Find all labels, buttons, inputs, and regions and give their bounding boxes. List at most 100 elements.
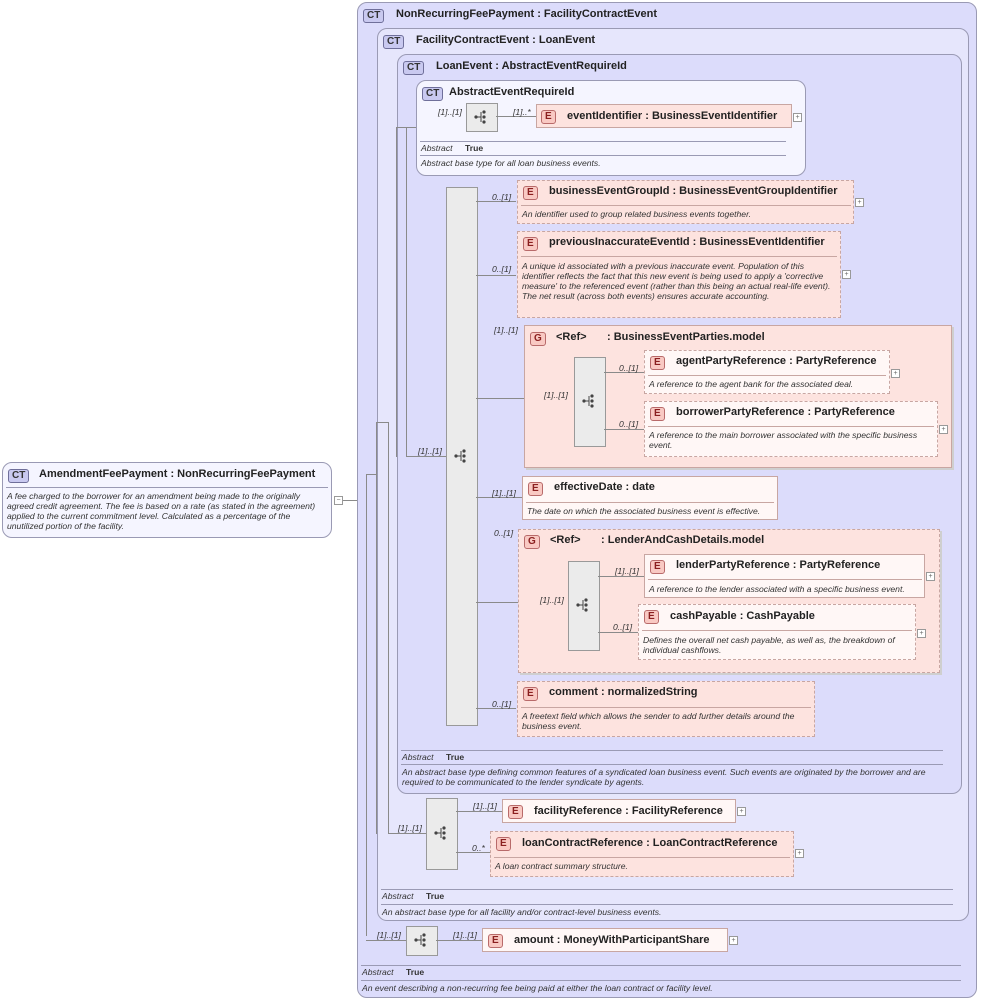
cardinality-label: [1]..[1]: [544, 390, 568, 400]
element-lender-party-reference[interactable]: E lenderPartyReference : PartyReference …: [644, 554, 925, 598]
group-title: : BusinessEventParties.model: [607, 331, 765, 343]
expand-icon[interactable]: +: [917, 629, 926, 638]
root-type-box[interactable]: CT AmendmentFeePayment : NonRecurringFee…: [2, 462, 332, 538]
connector: [476, 398, 524, 399]
element-cash-payable[interactable]: E cashPayable : CashPayable Defines the …: [638, 604, 916, 660]
connector: [388, 833, 426, 834]
root-name: AmendmentFeePayment : NonRecurringFeePay…: [39, 468, 316, 480]
separator: [420, 155, 786, 156]
cardinality-label: [1]..[1]: [438, 107, 462, 117]
expand-icon[interactable]: +: [891, 369, 900, 378]
element-facility-reference[interactable]: E facilityReference : FacilityReference: [502, 799, 736, 823]
separator: [494, 857, 790, 858]
element-title: cashPayable : CashPayable: [670, 610, 815, 622]
element-comment[interactable]: E comment : normalizedString A freetext …: [517, 681, 815, 737]
expand-icon[interactable]: +: [939, 425, 948, 434]
element-doc: Defines the overall net cash payable, as…: [643, 635, 895, 655]
expand-icon[interactable]: +: [795, 849, 804, 858]
expand-icon[interactable]: +: [729, 936, 738, 945]
element-badge: E: [523, 237, 538, 251]
separator: [521, 707, 811, 708]
connector: [604, 372, 644, 373]
element-doc: A reference to the lender associated wit…: [649, 584, 905, 594]
element-badge: E: [650, 560, 665, 574]
sequence-icon: [454, 449, 466, 463]
sequence-compositor[interactable]: [406, 926, 438, 956]
connector: [436, 940, 482, 941]
abstract-label: Abstract: [402, 752, 434, 762]
expand-icon[interactable]: +: [737, 807, 746, 816]
connector: [388, 422, 389, 834]
element-badge: E: [523, 687, 538, 701]
cardinality-label: 0..[1]: [619, 363, 639, 373]
cardinality-label: 0..*: [472, 843, 485, 853]
element-effective-date[interactable]: E effectiveDate : date The date on which…: [522, 476, 778, 520]
expand-icon[interactable]: +: [926, 572, 935, 581]
element-event-identifier[interactable]: E eventIdentifier : BusinessEventIdentif…: [536, 104, 792, 128]
element-title: previousInaccurateEventId : BusinessEven…: [549, 236, 825, 248]
element-title: loanContractReference : LoanContractRefe…: [522, 837, 778, 849]
connector: [598, 632, 638, 633]
separator: [521, 205, 851, 206]
element-title: facilityReference : FacilityReference: [534, 805, 723, 817]
element-doc: The date on which the associated busines…: [527, 506, 761, 516]
element-doc: A unique id associated with a previous i…: [522, 261, 831, 301]
expand-icon[interactable]: +: [855, 198, 864, 207]
sequence-compositor[interactable]: [568, 561, 600, 651]
separator: [401, 764, 943, 765]
sequence-compositor[interactable]: [574, 357, 606, 447]
connector: [343, 500, 357, 501]
cardinality-label: [1]..[1]: [398, 823, 422, 833]
element-badge: E: [508, 805, 523, 819]
type-title: NonRecurringFeePayment : FacilityContrac…: [396, 8, 658, 20]
separator: [401, 750, 943, 751]
connector: [598, 576, 644, 577]
connector: [366, 474, 367, 936]
root-doc: A fee charged to the borrower for an ame…: [7, 491, 316, 531]
element-title: agentPartyReference : PartyReference: [676, 355, 877, 367]
cardinality-label: 0..[1]: [492, 264, 512, 274]
separator: [648, 579, 922, 580]
separator: [521, 256, 837, 257]
sequence-compositor[interactable]: [426, 798, 458, 870]
connector: [476, 201, 516, 202]
collapse-icon[interactable]: −: [334, 496, 343, 505]
element-badge: E: [528, 482, 543, 496]
separator: [361, 965, 961, 966]
cardinality-label: [1]..[1]: [615, 566, 639, 576]
element-borrower-party-reference[interactable]: E borrowerPartyReference : PartyReferenc…: [644, 401, 938, 457]
element-doc: A reference to the agent bank for the as…: [649, 379, 854, 389]
type-title: FacilityContractEvent : LoanEvent: [416, 34, 596, 46]
element-loan-contract-reference[interactable]: E loanContractReference : LoanContractRe…: [490, 831, 794, 877]
expand-icon[interactable]: +: [842, 270, 851, 279]
expand-icon[interactable]: +: [793, 113, 802, 122]
group-ref: <Ref>: [556, 331, 587, 343]
connector: [496, 116, 536, 117]
connector: [456, 852, 490, 853]
element-previous-inaccurate-event-id[interactable]: E previousInaccurateEventId : BusinessEv…: [517, 231, 841, 318]
ct-badge: CT: [363, 9, 385, 23]
type-doc: Abstract base type for all loan business…: [421, 158, 601, 168]
type-doc: An abstract base type defining common fe…: [402, 767, 926, 787]
sequence-compositor[interactable]: [466, 103, 498, 132]
abstract-value: True: [406, 967, 425, 977]
cardinality-label: 0..[1]: [494, 528, 514, 538]
abstract-label: Abstract: [362, 967, 394, 977]
connector: [366, 474, 376, 475]
element-amount[interactable]: E amount : MoneyWithParticipantShare: [482, 928, 728, 952]
sequence-compositor[interactable]: [446, 187, 478, 726]
connector: [376, 422, 377, 834]
sequence-icon: [582, 394, 594, 408]
element-badge: E: [488, 934, 503, 948]
element-badge: E: [644, 610, 659, 624]
element-title: comment : normalizedString: [549, 686, 698, 698]
separator: [648, 375, 886, 376]
element-agent-party-reference[interactable]: E agentPartyReference : PartyReference A…: [644, 350, 890, 394]
element-title: amount : MoneyWithParticipantShare: [514, 934, 710, 946]
element-doc: A loan contract summary structure.: [495, 861, 628, 871]
connector: [476, 497, 522, 498]
element-business-event-group-id[interactable]: E businessEventGroupId : BusinessEventGr…: [517, 180, 854, 224]
group-title: : LenderAndCashDetails.model: [601, 534, 765, 546]
separator: [6, 487, 328, 488]
separator: [526, 502, 774, 503]
